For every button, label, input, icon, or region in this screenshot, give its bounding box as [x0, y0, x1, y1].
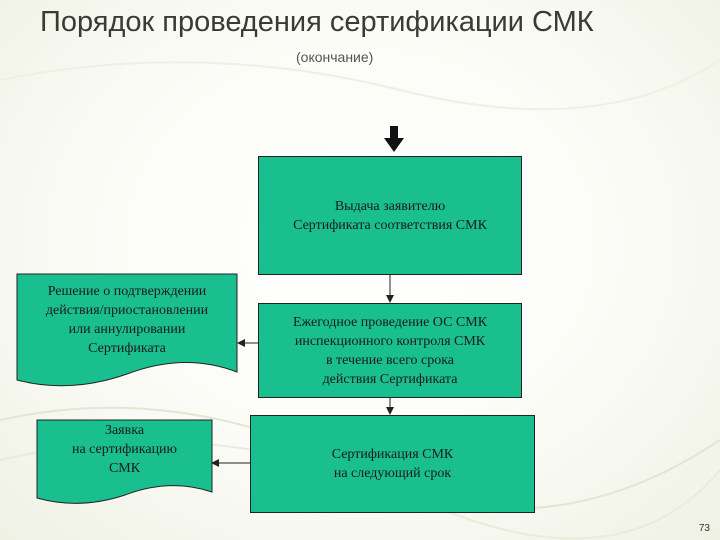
annual-inspection-text: Ежегодное проведение ОС СМК инспекционно…: [292, 314, 488, 387]
page-number: 73: [698, 523, 710, 534]
recertification-text: Сертификация СМК на следующий срок: [331, 447, 454, 481]
issue-certificate-box: Выдача заявителю Сертификата соответстви…: [258, 156, 522, 275]
slide-subtitle: (окончание): [296, 49, 374, 65]
decision-document-text: Решение о подтверждении действия/приоста…: [45, 284, 209, 356]
issue-certificate-text: Выдача заявителю Сертификата соответстви…: [293, 198, 487, 233]
application-document-shape: [36, 419, 213, 504]
annual-inspection-box: Ежегодное проведение ОС СМК инспекционно…: [258, 303, 522, 398]
slide-title: Порядок проведения сертификации СМК: [40, 6, 594, 38]
entry-arrow-icon: [384, 126, 404, 152]
application-document-text: Заявка на сертификацию СМК: [71, 423, 178, 476]
decision-document-shape: [16, 273, 238, 387]
recertification-box: Сертификация СМК на следующий срок: [250, 415, 535, 513]
